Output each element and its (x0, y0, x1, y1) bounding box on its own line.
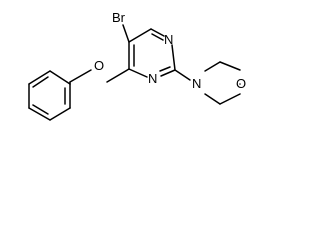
atom-label-ring-n-top: N (164, 32, 173, 47)
phenyl-double-2 (32, 104, 49, 115)
bond-c2-n3 (160, 69, 176, 77)
double-bond-c6-n1 (151, 33, 164, 41)
morph-bond-1 (204, 61, 221, 72)
morpholine-ring (174, 61, 241, 105)
morph-bond-4 (219, 93, 241, 105)
bond-c6-n1 (150, 28, 165, 37)
phenyl-bond-6 (28, 70, 51, 85)
atom-label-morpholine-o: O (236, 76, 246, 91)
phenyl-double-3 (32, 76, 49, 88)
bond-c4-o (106, 68, 130, 83)
bond-c5-c6 (128, 28, 152, 43)
phenyl-bond-3 (49, 107, 71, 121)
chemical-structure: Br N N O N O (28, 10, 246, 121)
phenyl-ring (28, 70, 71, 121)
bond-c5-br (122, 24, 130, 43)
pyrimidine-ring (128, 28, 176, 78)
atom-label-ring-n-bottom: N (148, 71, 157, 86)
atom-label-morpholine-n: N (192, 76, 201, 91)
bond-n1-c2 (171, 44, 176, 71)
phenyl-bond-4 (28, 107, 51, 121)
bond-n3-c4 (128, 68, 148, 78)
atom-label-br: Br (112, 10, 126, 25)
phenyl-bond-1 (49, 70, 71, 85)
bond-c2-morph-n (174, 69, 191, 81)
atom-label-ether-o: O (94, 58, 104, 73)
morph-bond-2 (219, 61, 241, 71)
morph-bond-5 (204, 93, 221, 105)
bond-o-ch2 (69, 69, 92, 83)
double-bond-c2-n3 (159, 66, 171, 72)
